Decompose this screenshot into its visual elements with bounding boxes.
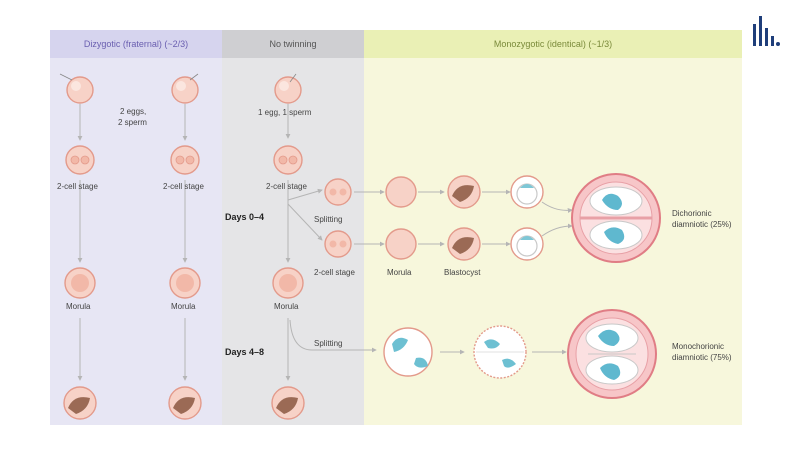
label-morula-dz1: Morula <box>66 302 91 311</box>
label-morula-dz2: Morula <box>171 302 196 311</box>
label-two-cell-split: 2-cell stage <box>314 268 355 277</box>
label-morula-mz: Morula <box>387 268 412 277</box>
mz-monochorionic-embryo <box>473 325 527 379</box>
label-one-egg-sperm: 1 egg, 1 sperm <box>258 108 312 117</box>
header-dizygotic: Dizygotic (fraternal) (~2/3) <box>50 30 222 58</box>
dichorionic-diamniotic-result <box>571 173 661 263</box>
label-monochorionic: Monochorionic <box>672 342 725 351</box>
label-dichorionic: Dichorionic <box>672 209 712 218</box>
dz1-fertilized-egg <box>59 73 94 104</box>
logo-icon <box>753 16 780 46</box>
header-no-twinning: No twinning <box>222 30 364 58</box>
mz-implant-bottom <box>510 227 544 261</box>
nt-fertilized-egg <box>274 73 302 104</box>
label-two-sperm: 2 sperm <box>118 118 147 127</box>
split-two-cell-bottom <box>324 230 352 258</box>
label-days-4-8: Days 4–8 <box>225 347 265 357</box>
mz-implant-top <box>510 175 544 209</box>
label-splitting-early: Splitting <box>314 215 343 224</box>
dz1-blastocyst <box>63 386 97 420</box>
nt-two-cell <box>273 145 303 175</box>
label-blastocyst: Blastocyst <box>444 268 481 277</box>
dz2-fertilized-egg <box>171 73 199 104</box>
monochorionic-diamniotic-result <box>567 309 657 399</box>
nt-blastocyst <box>271 386 305 420</box>
label-two-cell-dz2: 2-cell stage <box>163 182 204 191</box>
label-two-cell-nt: 2-cell stage <box>266 182 307 191</box>
dz2-two-cell <box>170 145 200 175</box>
flow-arrows <box>77 104 573 381</box>
mz-blastocyst-top <box>447 175 481 209</box>
label-two-cell-dz1: 2-cell stage <box>57 182 98 191</box>
label-days-0-4: Days 0–4 <box>225 212 265 222</box>
split-two-cell-top <box>324 178 352 206</box>
mz-split-blastocyst <box>383 327 433 377</box>
mz-morula-bottom <box>385 228 417 260</box>
label-dichorionic-pct: diamniotic (25%) <box>672 220 732 229</box>
dz2-blastocyst <box>168 386 202 420</box>
label-two-eggs: 2 eggs, <box>120 107 147 116</box>
label-morula-nt: Morula <box>274 302 299 311</box>
dz1-two-cell <box>65 145 95 175</box>
mz-morula-top <box>385 176 417 208</box>
header-monozygotic: Monozygotic (identical) (~1/3) <box>364 30 742 58</box>
nt-morula <box>272 267 304 299</box>
dz1-morula <box>64 267 96 299</box>
label-monochorionic-pct: diamniotic (75%) <box>672 353 732 362</box>
mz-blastocyst-bottom <box>447 227 481 261</box>
label-splitting-late: Splitting <box>314 339 343 348</box>
dz2-morula <box>169 267 201 299</box>
